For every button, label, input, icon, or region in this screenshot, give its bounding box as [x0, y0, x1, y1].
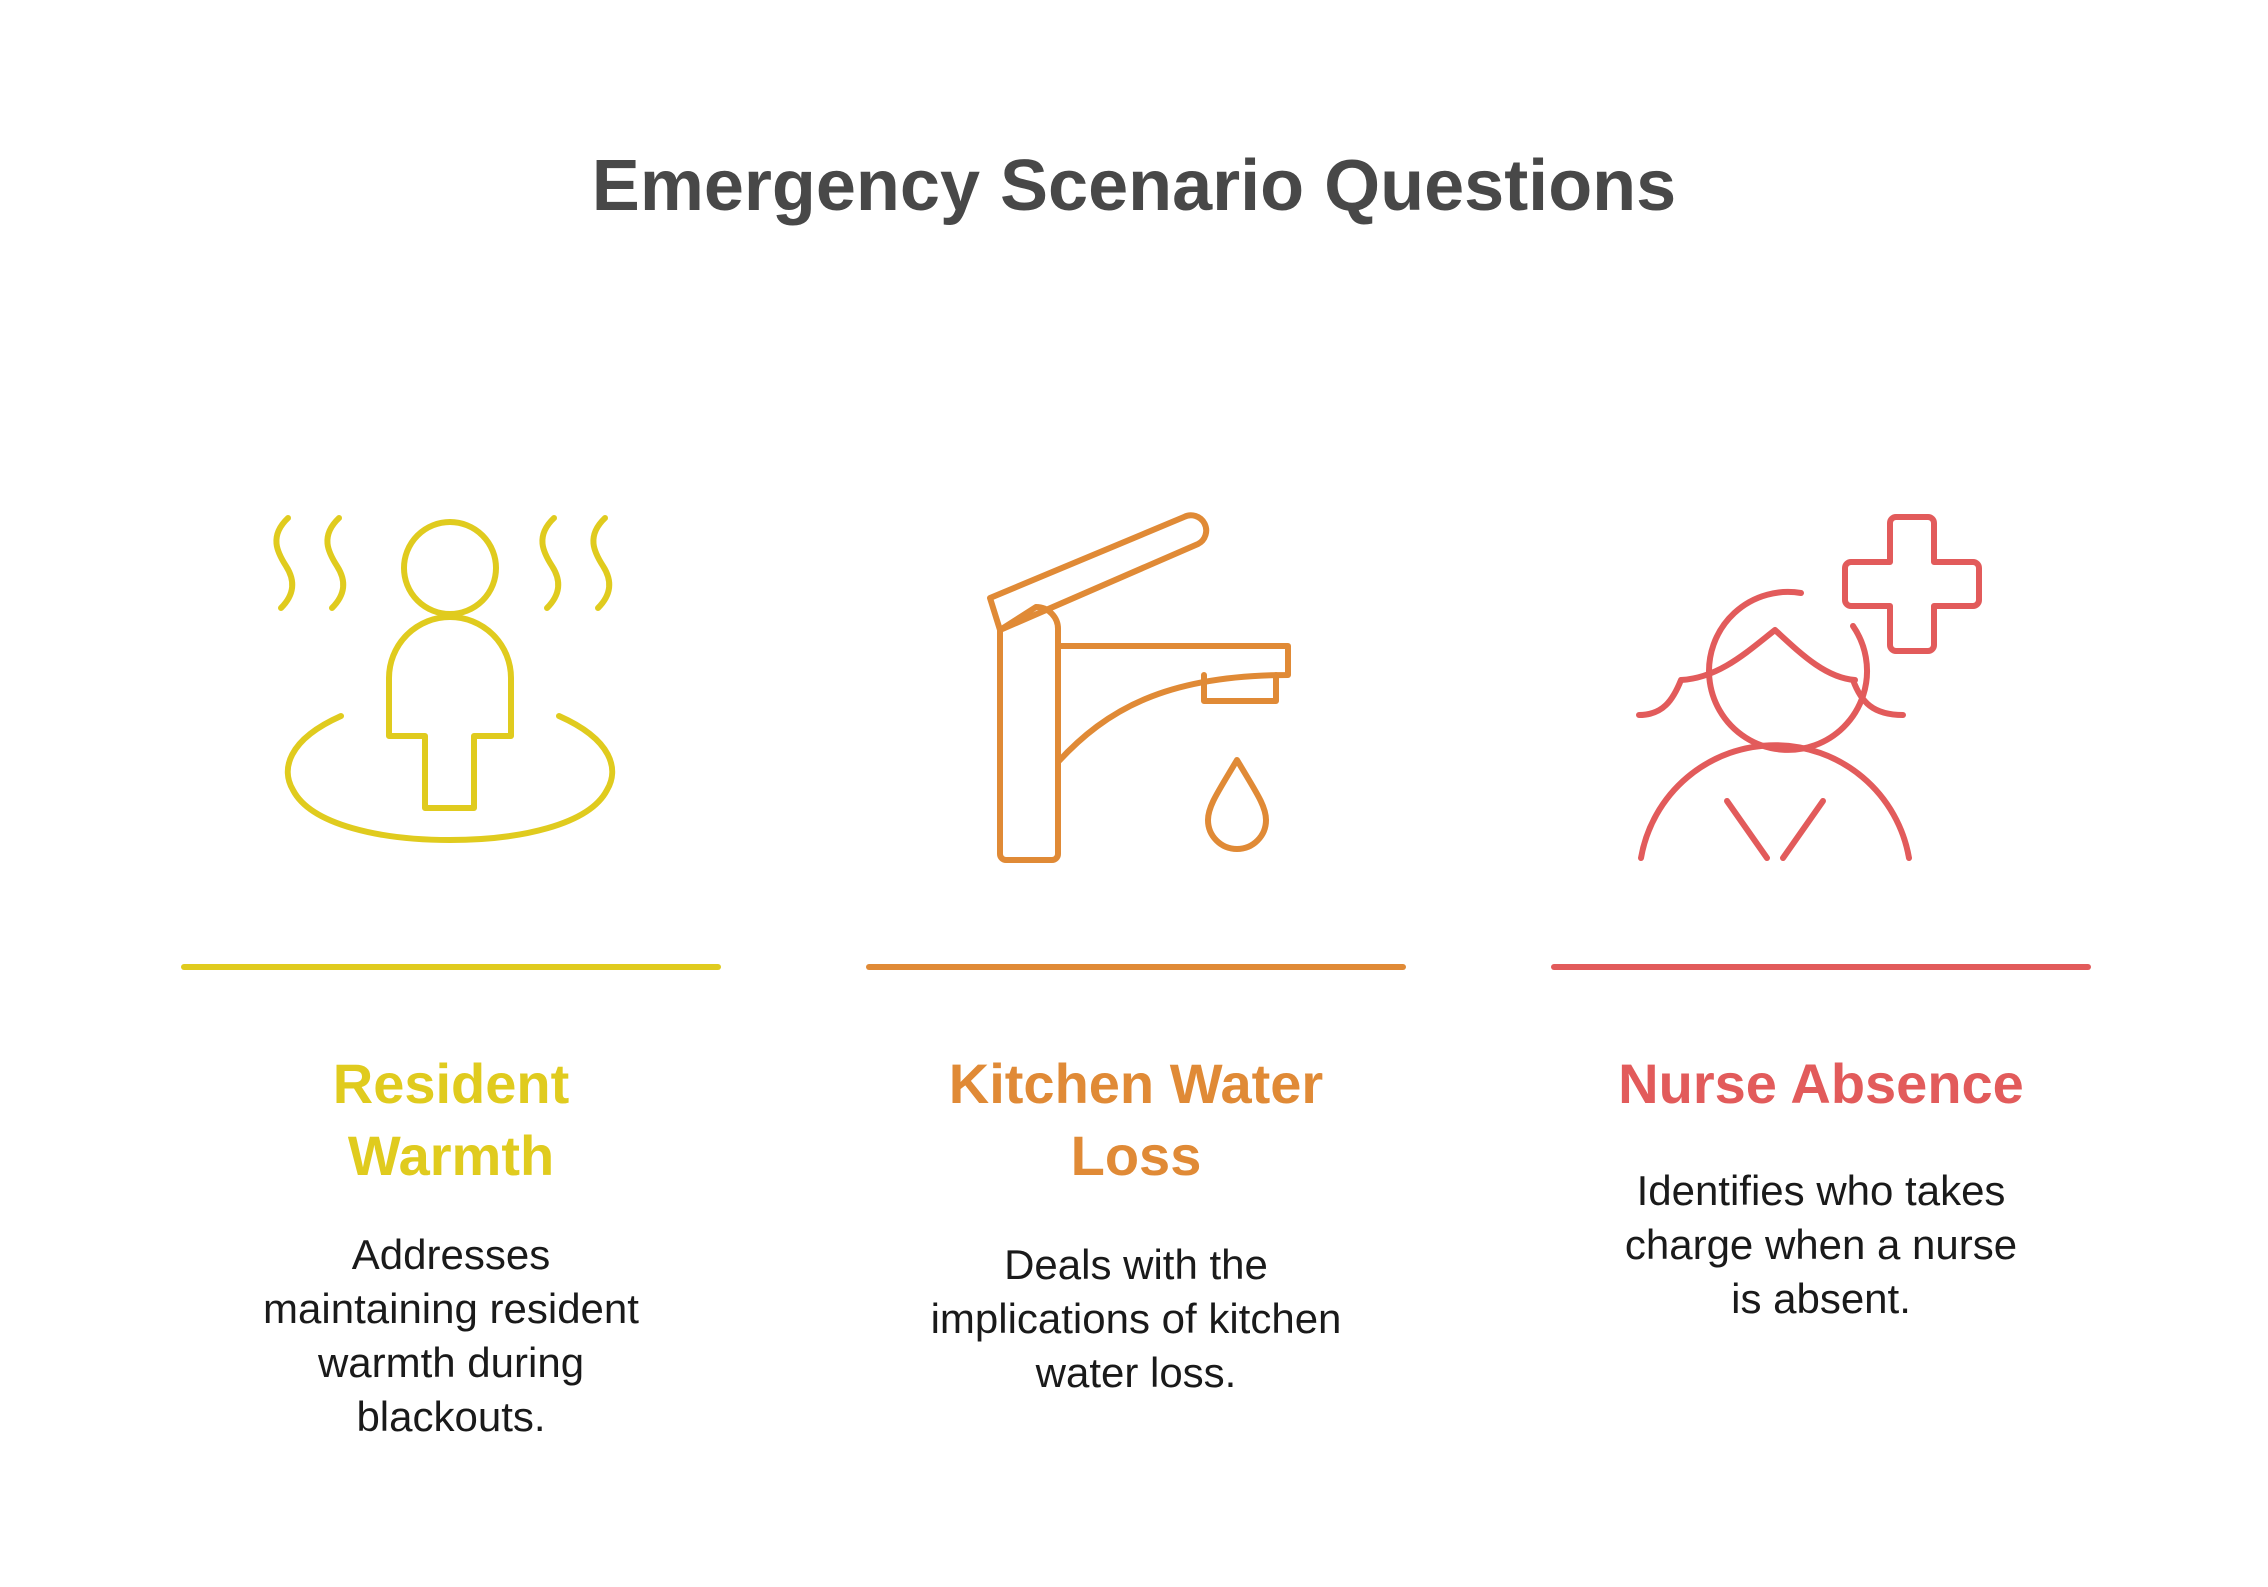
page-title: Emergency Scenario Questions — [591, 146, 1677, 226]
desc-line: charge when a nurse — [1624, 1221, 2018, 1268]
divider-line — [181, 964, 721, 970]
heading-line: Loss — [1070, 1124, 1202, 1187]
heading-line: Resident — [332, 1052, 570, 1115]
heading-line: Warmth — [347, 1124, 555, 1187]
scenario-description: Addresses maintaining resident warmth du… — [211, 1228, 691, 1444]
desc-line: Identifies who takes — [1636, 1167, 2006, 1214]
heading-line: Nurse Absence — [1618, 1052, 2024, 1115]
divider-line — [1551, 964, 2091, 970]
heading-line: Kitchen Water — [948, 1052, 1324, 1115]
desc-line: warmth during — [317, 1339, 585, 1386]
scenario-heading: Kitchen Water Loss — [866, 1048, 1406, 1192]
divider-line — [866, 964, 1406, 970]
desc-line: implications of kitchen — [930, 1295, 1342, 1342]
scenario-description: Identifies who takes charge when a nurse… — [1581, 1164, 2061, 1326]
scenario-heading: Resident Warmth — [181, 1048, 721, 1192]
desc-line: is absent. — [1731, 1275, 1911, 1322]
scenario-heading: Nurse Absence — [1551, 1048, 2091, 1120]
faucet-drip-icon — [866, 500, 1406, 880]
desc-line: Addresses — [351, 1231, 551, 1278]
desc-line: Deals with the — [1004, 1241, 1268, 1288]
desc-line: maintaining resident — [263, 1285, 639, 1332]
desc-line: blackouts. — [356, 1393, 546, 1440]
desc-line: water loss. — [1035, 1349, 1237, 1396]
warm-person-icon — [181, 500, 721, 880]
scenario-description: Deals with the implications of kitchen w… — [896, 1238, 1376, 1400]
nurse-cross-icon — [1551, 500, 2091, 880]
